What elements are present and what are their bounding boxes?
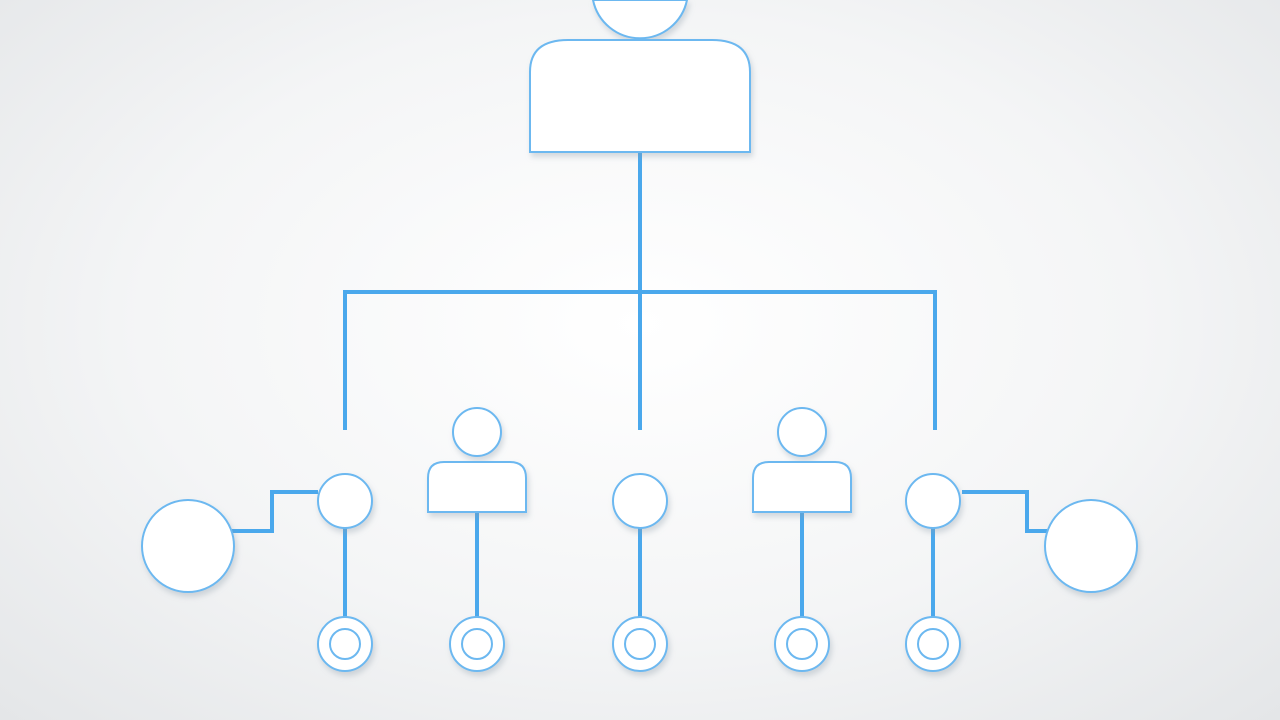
person-head-icon [452, 407, 502, 457]
person-node-4 [752, 407, 852, 513]
side-circle-left [141, 499, 235, 593]
ring-inner [917, 628, 949, 660]
ring-inner [329, 628, 361, 660]
ring-node-2 [449, 616, 505, 672]
root-person-head-icon [591, 0, 689, 40]
ring-inner [624, 628, 656, 660]
ring-node-5 [905, 616, 961, 672]
person-node-2 [427, 407, 527, 513]
connector-right-side [962, 490, 1047, 533]
circle-node-3 [612, 473, 668, 529]
root-person-body-icon [529, 39, 751, 153]
ring-node-1 [317, 616, 373, 672]
ring-inner [461, 628, 493, 660]
ring-node-4 [774, 616, 830, 672]
person-body-icon [752, 461, 852, 513]
side-circle-right [1044, 499, 1138, 593]
ring-node-3 [612, 616, 668, 672]
connectors [232, 152, 1047, 618]
circle-node-1 [317, 473, 373, 529]
person-head-icon [777, 407, 827, 457]
person-body-icon [427, 461, 527, 513]
bottom-ring-nodes [317, 616, 961, 672]
circle-node-5 [905, 473, 961, 529]
root-person-node [529, 0, 751, 153]
connector-left-side [232, 490, 318, 533]
ring-inner [786, 628, 818, 660]
